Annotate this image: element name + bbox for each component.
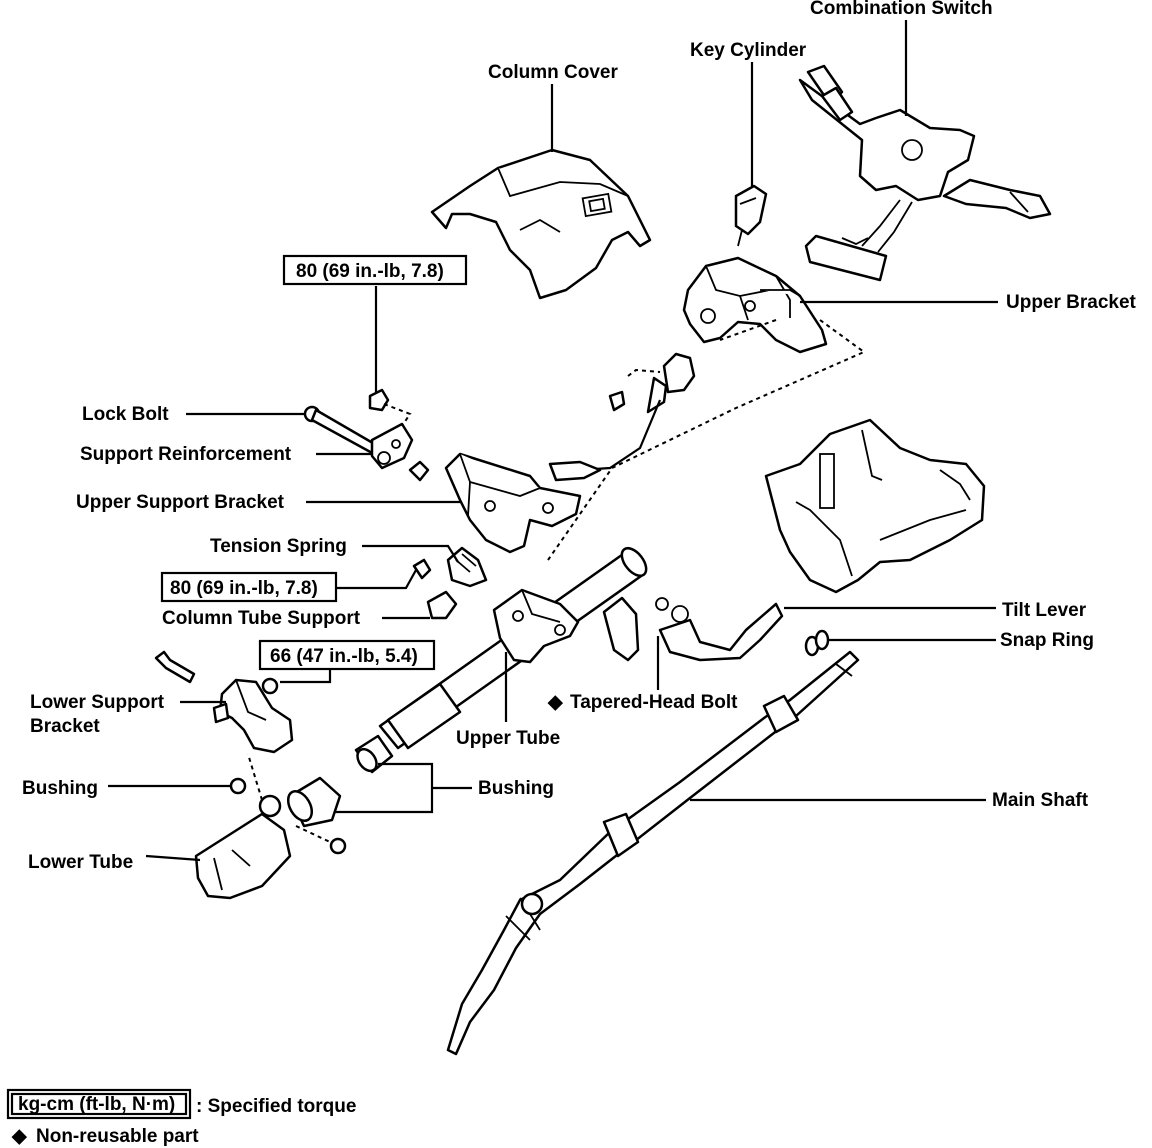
- lower-support-bracket-part: [154, 650, 294, 754]
- legend: kg-cm (ft-lb, N·m) : Specified torque ◆ …: [6, 1088, 356, 1147]
- label-tension-spring: Tension Spring: [210, 536, 347, 557]
- leader-bushing-right: [334, 762, 472, 814]
- torque-upper-support-bolt: 80 (69 in.-lb, 7.8): [296, 261, 444, 282]
- upper-tube-part: [378, 546, 648, 750]
- torque-box-lower-support-bracket: [258, 639, 436, 671]
- lower-tube-part: [194, 753, 347, 900]
- legend-nonreusable-desc: Non-reusable part: [36, 1126, 199, 1147]
- snap-ring-part: [804, 629, 830, 657]
- key-cylinder-part: [734, 184, 768, 247]
- label-key-cylinder: Key Cylinder: [690, 40, 807, 61]
- nonreusable-diamond-tapered-bolt: ◆: [547, 692, 564, 713]
- torque-box-upper-support: [282, 254, 468, 286]
- upper-bracket-part: [682, 256, 828, 354]
- upper-support-bracket-part: [444, 452, 582, 554]
- label-main-shaft: Main Shaft: [992, 790, 1089, 811]
- legend-nonreusable-diamond: ◆: [11, 1126, 28, 1147]
- legend-torque-unit: kg-cm (ft-lb, N·m): [18, 1094, 175, 1115]
- column-cover-part: [430, 148, 652, 300]
- combination-switch-part: [798, 64, 1052, 282]
- label-upper-support-bracket: Upper Support Bracket: [76, 492, 285, 513]
- column-tube-support-part: [412, 558, 458, 620]
- label-lower-support-bracket-line2: Bracket: [30, 716, 100, 737]
- label-tapered-head-bolt: Tapered-Head Bolt: [570, 692, 738, 713]
- label-combination-switch: Combination Switch: [810, 0, 993, 19]
- legend-torque-desc: : Specified torque: [196, 1096, 356, 1117]
- leader-torque-column: [336, 569, 417, 590]
- label-lock-bolt: Lock Bolt: [82, 404, 169, 425]
- label-lower-tube: Lower Tube: [28, 852, 133, 873]
- label-column-cover: Column Cover: [488, 62, 618, 83]
- torque-lower-support-bracket: 66 (47 in.-lb, 5.4): [270, 646, 418, 667]
- upper-bracket-guide-line: [547, 319, 866, 561]
- support-reinforcement-part: [370, 422, 430, 482]
- leader-lower-tube: [145, 854, 201, 862]
- main-shaft-part: [446, 650, 860, 1056]
- lower-column-cover-part: [764, 418, 986, 594]
- bushing-cylinder-part: [286, 734, 394, 828]
- tilt-steering-cable-part: [548, 352, 696, 482]
- torque-column-tube-support: 80 (69 in.-lb, 7.8): [170, 578, 318, 599]
- label-column-tube-support: Column Tube Support: [162, 608, 361, 629]
- leader-tension-spring: [362, 544, 459, 563]
- upper-support-nut-part: [368, 388, 412, 427]
- label-upper-bracket: Upper Bracket: [1006, 292, 1137, 313]
- label-support-reinforcement: Support Reinforcement: [80, 444, 292, 465]
- label-upper-tube: Upper Tube: [456, 728, 560, 749]
- tilt-sub-parts: [602, 596, 784, 662]
- label-bushing-right: Bushing: [478, 778, 554, 799]
- tension-spring-part: [446, 546, 488, 588]
- label-snap-ring: Snap Ring: [1000, 630, 1094, 651]
- label-bushing-left: Bushing: [22, 778, 98, 799]
- torque-box-column-tube-support: [160, 571, 338, 603]
- lock-bolt-part: [303, 405, 380, 456]
- bushing-small-part: [229, 777, 247, 795]
- upper-bracket-guide-line-2: [719, 319, 777, 341]
- label-tilt-lever: Tilt Lever: [1002, 600, 1087, 621]
- legend-torque-box-inner: [10, 1092, 188, 1116]
- label-lower-support-bracket-line1: Lower Support: [30, 692, 165, 713]
